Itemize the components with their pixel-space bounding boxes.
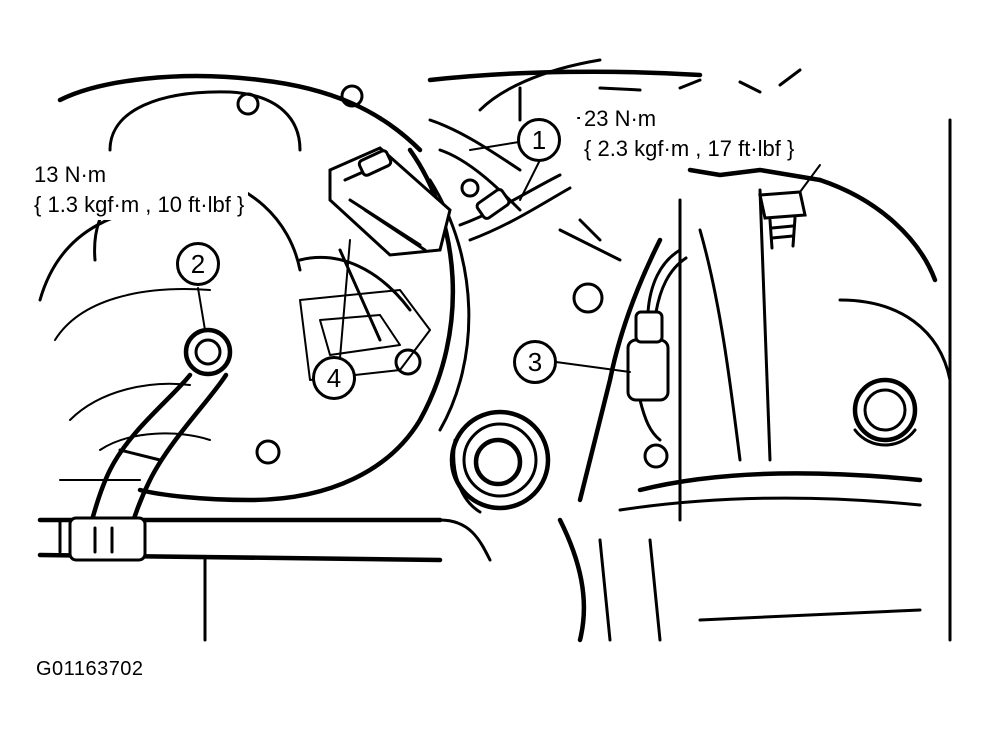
callout-2: 2 <box>176 242 220 286</box>
torque-spec-newton-meter: 23 N·m <box>584 106 657 131</box>
axle-seal <box>449 409 551 514</box>
drain-plug <box>852 377 918 447</box>
housing-bolts <box>236 84 669 469</box>
callout-3: 3 <box>513 340 557 384</box>
torque-spec-conversions: { 1.3 kgf·m , 10 ft·lbf } <box>34 192 245 217</box>
callout-4: 4 <box>312 356 356 400</box>
callout-1: 1 <box>517 118 561 162</box>
torque-spec-conversions: { 2.3 kgf·m , 17 ft·lbf } <box>584 136 795 161</box>
speed-sensor <box>626 248 688 442</box>
torque-spec-bolt-1: 23 N·m { 2.3 kgf·m , 17 ft·lbf } <box>580 104 799 164</box>
sensor-connector <box>328 146 452 342</box>
torque-spec-newton-meter: 13 N·m <box>34 162 107 187</box>
bolt-2-bracket <box>89 327 233 528</box>
bell-housing <box>38 73 471 503</box>
torque-spec-bolt-2: 13 N·m { 1.3 kgf·m , 10 ft·lbf } <box>30 160 249 220</box>
bolt-1 <box>758 190 807 250</box>
lower-pipe <box>37 516 492 642</box>
figure-id: G01163702 <box>36 658 144 680</box>
transmission-case <box>427 68 952 643</box>
wiring-harness <box>428 58 602 242</box>
